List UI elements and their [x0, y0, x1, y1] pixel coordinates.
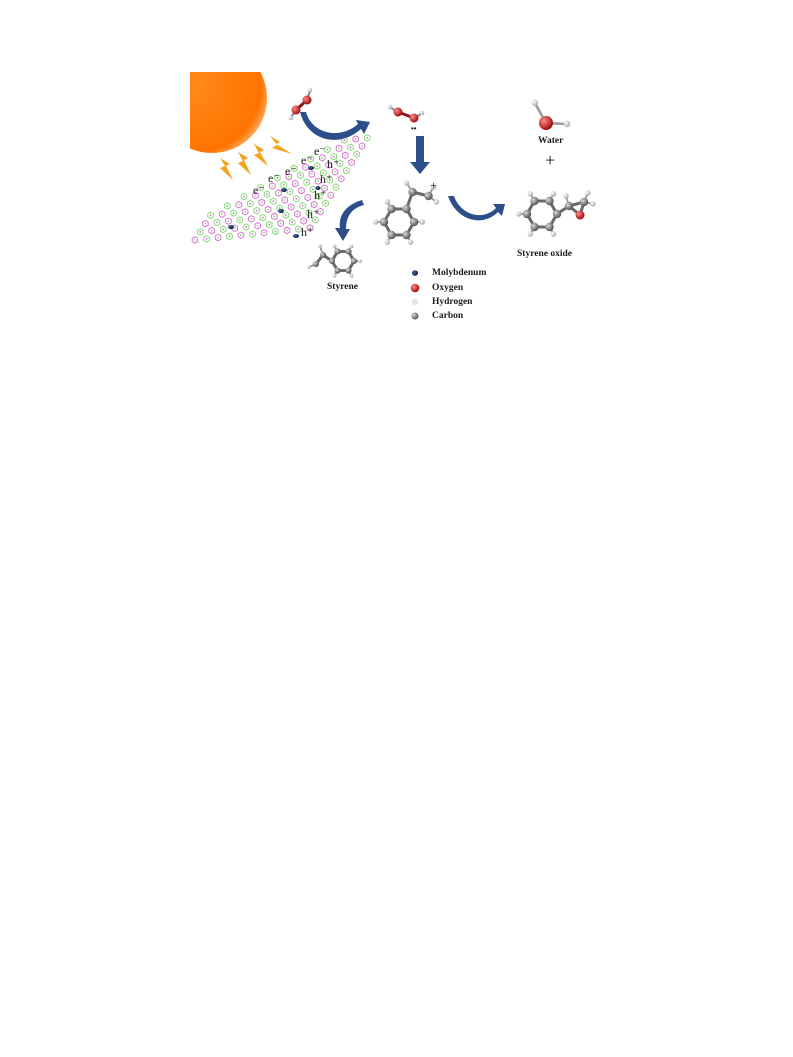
styrene-molecule	[307, 244, 363, 278]
molybdenum-swatch	[412, 270, 418, 276]
carbocation-charge: +	[430, 178, 437, 192]
lightning-bolts	[220, 136, 292, 180]
legend-item-carbon: Carbon	[411, 311, 464, 321]
lightning-icon	[270, 136, 292, 154]
photocatalysis-diagram: e⁻ e⁻ e⁻ e⁻ e⁻ h⁺ h⁺ h⁺ h⁺ h⁺ •	[190, 72, 596, 321]
legend-label: Molybdenum	[432, 268, 486, 278]
legend-label: Hydrogen	[432, 297, 473, 307]
legend: Molybdenum Oxygen Hydrogen Carbon	[410, 268, 486, 321]
plus-sign: +	[545, 150, 555, 170]
electron-label: e⁻	[253, 183, 265, 197]
styrene-label: Styrene	[327, 282, 358, 292]
curved-arrow-icon	[300, 112, 370, 140]
electron-label: e⁻	[268, 171, 280, 185]
legend-item-oxygen: Oxygen	[410, 283, 464, 293]
oxygen-swatch	[410, 283, 420, 293]
hole-label: h⁺	[314, 188, 326, 202]
styrene-oxide-molecule	[516, 190, 596, 237]
catalyst-lattice	[191, 134, 371, 244]
sun-icon	[190, 72, 267, 153]
down-arrow-icon	[410, 136, 430, 174]
electron-labels: e⁻ e⁻ e⁻ e⁻ e⁻	[253, 144, 326, 197]
lightning-icon	[254, 144, 268, 166]
hydrogen-peroxide-molecule	[288, 87, 313, 121]
reaction-arrows	[300, 112, 505, 241]
hydroperoxyl-molecule: ••	[387, 104, 425, 133]
electron-label: e⁻	[301, 153, 313, 167]
hole-label: h⁺	[307, 207, 319, 221]
styrene-carbocation-molecule	[373, 180, 440, 245]
styrene-oxide-label: Styrene oxide	[517, 249, 572, 259]
electron-label: e⁻	[285, 164, 297, 178]
lone-pair-label: ••	[411, 124, 417, 133]
hole-label: h⁺	[301, 225, 313, 239]
legend-item-molybdenum: Molybdenum	[412, 268, 486, 278]
legend-label: Oxygen	[432, 283, 464, 293]
legend-label: Carbon	[432, 311, 464, 321]
curved-arrow-icon	[335, 200, 364, 241]
curved-arrow-icon	[448, 196, 505, 221]
legend-item-hydrogen: Hydrogen	[411, 297, 473, 307]
water-molecule	[531, 99, 571, 130]
carbon-swatch	[411, 312, 419, 320]
hole-label: h⁺	[320, 172, 332, 186]
hole-label: h⁺	[327, 157, 339, 171]
lightning-icon	[238, 152, 251, 175]
hole-labels: h⁺ h⁺ h⁺ h⁺ h⁺	[301, 157, 339, 239]
water-label: Water	[538, 136, 564, 146]
hydrogen-swatch	[411, 298, 419, 306]
lightning-icon	[220, 158, 233, 180]
molybdenum-sites	[228, 166, 321, 238]
electron-label: e⁻	[314, 144, 326, 158]
